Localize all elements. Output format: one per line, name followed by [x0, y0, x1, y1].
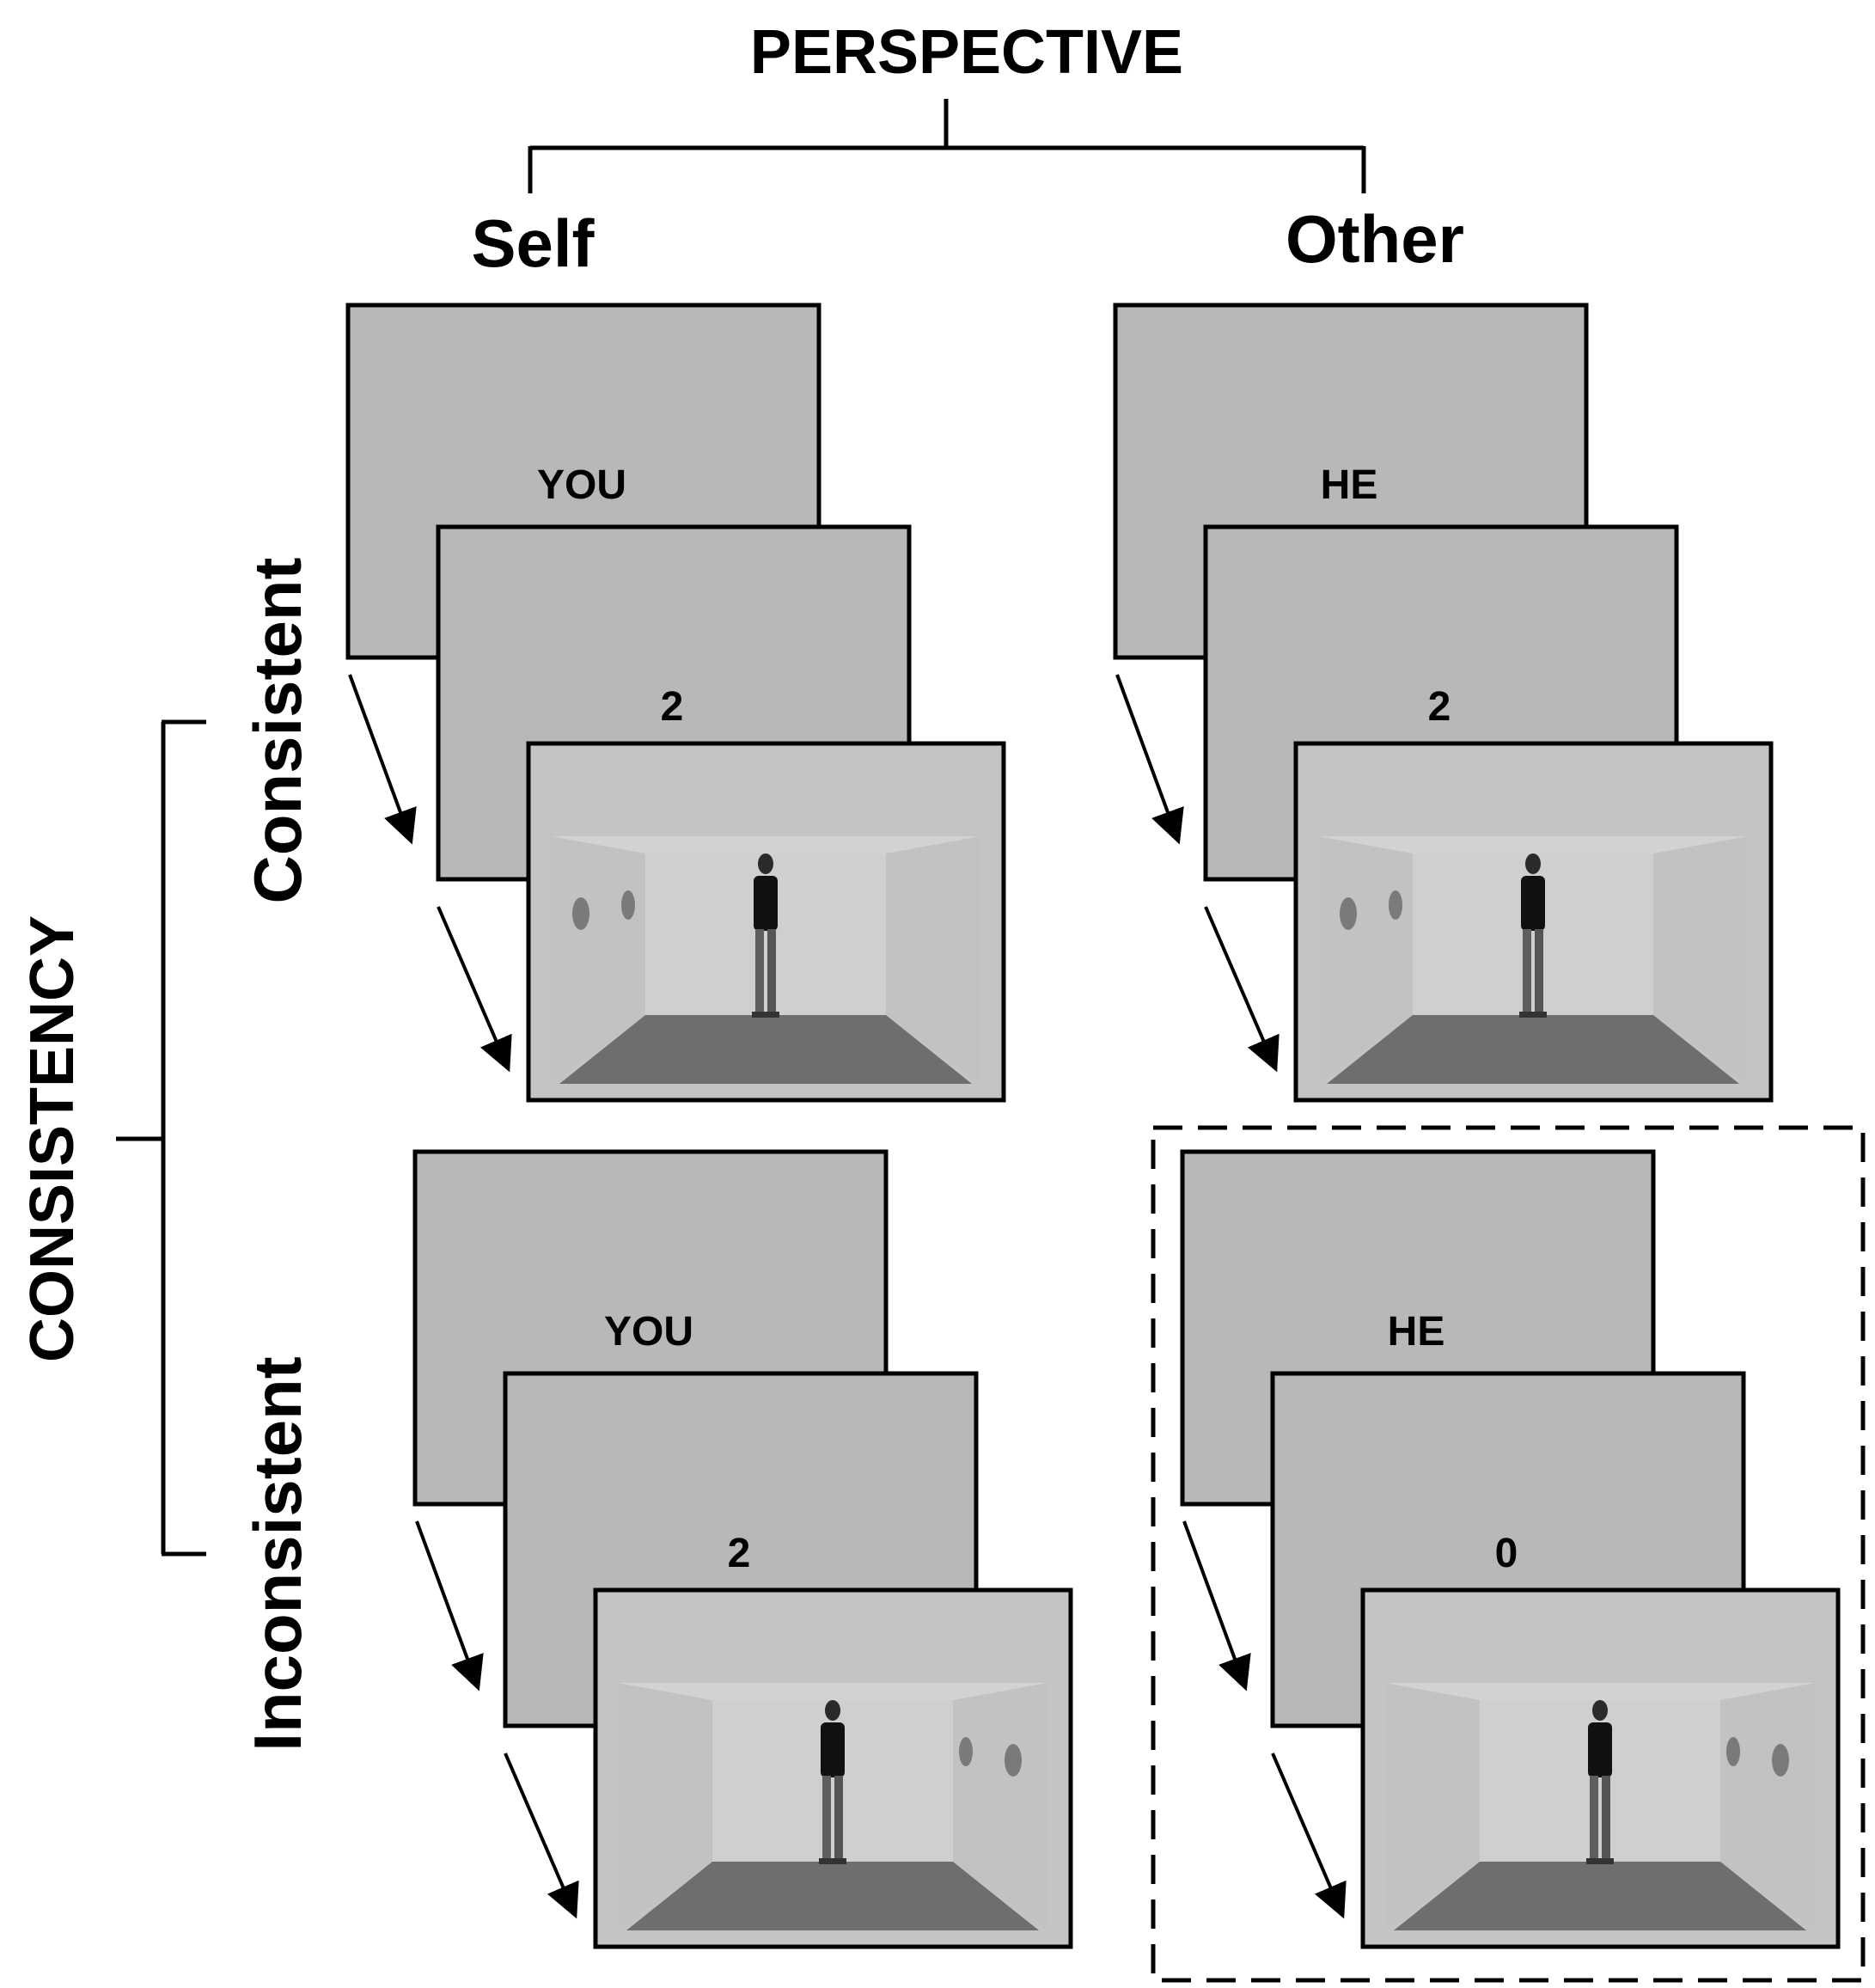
highlight-box	[1151, 1125, 1866, 1983]
avatar-leg	[822, 1776, 831, 1860]
avatar-leg	[767, 929, 776, 1013]
ceiling	[1318, 836, 1748, 853]
cue-word: HE	[1388, 1309, 1445, 1355]
avatar-head	[825, 1700, 840, 1721]
cue-word: HE	[1321, 462, 1378, 508]
avatar-leg	[1590, 1776, 1598, 1860]
trial-sequence: YOU 2	[345, 303, 1006, 1103]
avatar-shoe	[1586, 1858, 1600, 1864]
avatar-figure	[1586, 1700, 1614, 1864]
right-wall	[1653, 836, 1748, 1084]
avatar-shoe	[766, 1012, 779, 1018]
consistency-bracket	[116, 719, 206, 1557]
avatar-leg	[1602, 1776, 1610, 1860]
trial-sequence: HE 2	[1113, 303, 1774, 1103]
floor	[1394, 1862, 1806, 1930]
avatar-leg	[1523, 929, 1531, 1013]
wall-dot	[572, 897, 589, 930]
avatar-shoe	[833, 1858, 846, 1864]
wall-dot	[1340, 897, 1357, 930]
avatar-torso	[754, 876, 778, 931]
floor	[559, 1015, 972, 1084]
right-wall	[1720, 1683, 1815, 1930]
avatar-leg	[1535, 929, 1543, 1013]
sequence-arrow	[415, 1520, 484, 1691]
left-wall	[1385, 1683, 1480, 1930]
avatar-torso	[1588, 1722, 1612, 1777]
self-column-label: Self	[471, 205, 595, 281]
floor	[1327, 1015, 1739, 1084]
avatar-torso	[821, 1722, 845, 1777]
number-cue: 2	[1428, 684, 1451, 730]
sequence-arrow	[1115, 674, 1184, 845]
trial-sequence: YOU 2	[412, 1149, 1073, 1949]
wall-dot	[1726, 1737, 1740, 1766]
left-wall	[618, 1683, 712, 1930]
avatar-head	[1592, 1700, 1608, 1721]
left-wall	[1318, 836, 1413, 1084]
wall-dot	[1389, 890, 1402, 920]
other-column-label: Other	[1286, 201, 1464, 277]
ceiling	[618, 1683, 1047, 1700]
sequence-arrow	[504, 1752, 579, 1919]
sequence-arrow	[1182, 1520, 1251, 1691]
avatar-head	[758, 853, 773, 874]
floor	[626, 1862, 1039, 1930]
avatar-shoe	[752, 1012, 766, 1018]
perspective-bracket	[528, 99, 1366, 193]
avatar-head	[1525, 853, 1541, 874]
avatar-shoe	[1519, 1012, 1533, 1018]
trial-sequence: HE 0	[1180, 1149, 1841, 1949]
ceiling	[551, 836, 980, 853]
consistent-row-label: Consistent	[240, 557, 315, 903]
avatar-figure	[752, 853, 779, 1018]
wall-dot	[959, 1737, 973, 1766]
wall-dot	[1772, 1744, 1789, 1777]
perspective-title: PERSPECTIVE	[750, 18, 1183, 87]
number-cue: 2	[661, 684, 684, 730]
wall-dot	[621, 890, 635, 920]
sequence-arrow	[1271, 1752, 1347, 1919]
cue-word: YOU	[604, 1309, 693, 1355]
inconsistent-row-label: Inconsistent	[240, 1356, 315, 1751]
ceiling	[1385, 1683, 1815, 1700]
left-wall	[551, 836, 645, 1084]
sequence-arrow	[348, 674, 417, 845]
right-wall	[886, 836, 980, 1084]
cue-word: YOU	[537, 462, 626, 508]
avatar-shoe	[1600, 1858, 1614, 1864]
number-cue: 2	[728, 1531, 751, 1576]
right-wall	[953, 1683, 1047, 1930]
avatar-figure	[1519, 853, 1547, 1018]
avatar-shoe	[1533, 1012, 1547, 1018]
sequence-arrow	[1204, 906, 1280, 1073]
consistency-title: CONSISTENCY	[18, 915, 87, 1362]
avatar-torso	[1521, 876, 1545, 931]
avatar-leg	[755, 929, 764, 1013]
avatar-leg	[834, 1776, 843, 1860]
avatar-shoe	[819, 1858, 833, 1864]
number-cue: 0	[1495, 1531, 1518, 1576]
wall-dot	[1005, 1744, 1022, 1777]
sequence-arrow	[437, 906, 512, 1073]
avatar-figure	[819, 1700, 846, 1864]
